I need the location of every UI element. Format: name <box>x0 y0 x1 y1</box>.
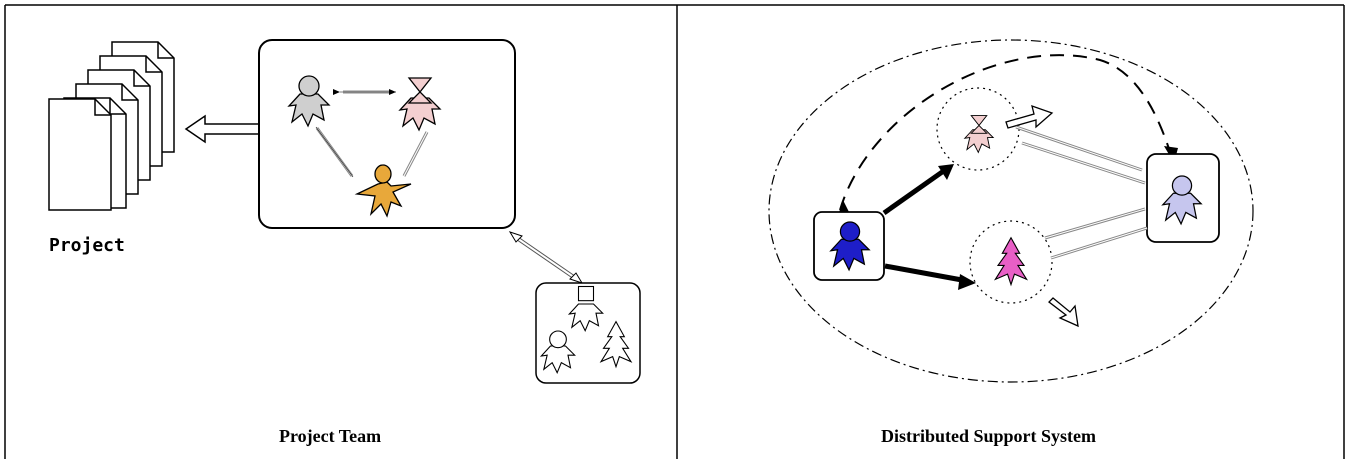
person-tree-icon <box>994 237 1028 286</box>
document-label: Project <box>49 235 125 256</box>
team-link-arrows <box>315 89 429 178</box>
output-arrow <box>184 114 260 144</box>
external-link-arrow <box>508 231 584 284</box>
document-stack-icon <box>48 41 175 211</box>
panel-caption-distributed-support: Distributed Support System <box>881 426 1097 446</box>
bold-arrowhead-top <box>938 164 954 180</box>
dashed-coordination-link <box>839 54 1173 211</box>
person-hourglass-icon <box>964 115 994 153</box>
system-boundary <box>768 39 1254 383</box>
project-team-box <box>258 39 516 229</box>
bold-arrow-to-bottom-agent <box>884 263 963 283</box>
panel-caption-project-team: Project Team <box>279 426 382 446</box>
agent-circle-bottom <box>969 220 1053 304</box>
bold-arrowhead-bottom <box>958 274 976 290</box>
agent-user-links <box>1015 125 1148 260</box>
agent-output-arrow-top <box>1005 104 1054 129</box>
agent-output-arrow-bottom <box>1048 297 1079 328</box>
bold-arrow-to-top-agent <box>882 167 947 216</box>
